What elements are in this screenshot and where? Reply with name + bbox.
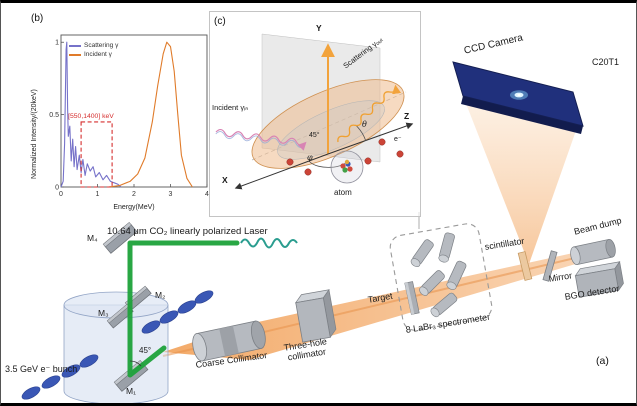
mirror-m2-label: M₂ [155, 290, 166, 300]
scintillator-bar [517, 251, 533, 281]
z-axis-arrow [327, 122, 414, 155]
panel-c-geometry: (c) Y Z X Incident γᵢₙ Scattering γₒᵤₜ a… [209, 11, 421, 217]
nucleus [340, 159, 353, 173]
beam-dump [570, 238, 616, 266]
theta-label: θ [362, 120, 367, 129]
legend-item-incident: Incident γ [69, 50, 118, 59]
svg-text:4: 4 [205, 191, 209, 198]
phi-label: φ [307, 153, 313, 162]
mirror-m4 [102, 221, 138, 254]
interaction-chamber [63, 291, 169, 403]
ebunch-label: 3.5 GeV e⁻ bunch [5, 364, 78, 374]
coarse-collimator [192, 320, 266, 362]
legend-label-scattering: Scattering γ [84, 42, 119, 49]
legend-swatch-scattering [69, 44, 81, 47]
three-hole-collimator [294, 288, 337, 343]
laser-beam [127, 240, 240, 378]
axis-x-label: X [222, 175, 228, 185]
geometry-svg [215, 33, 414, 190]
mirror-m1-label: M₁ [126, 386, 136, 396]
scene-svg [21, 61, 624, 403]
incident-gamma-label: Incident γᵢₙ [212, 103, 249, 112]
mirror-m4-label: M₄ [87, 233, 98, 243]
laser-pulse-wave [240, 237, 298, 249]
svg-text:3: 3 [169, 191, 173, 198]
laser-label: 10.64 μm CO₂ linearly polarized Laser [107, 226, 268, 237]
svg-text:0: 0 [59, 191, 63, 198]
spectrum-chart: Normalized Intensity/(20keV) Energy(MeV)… [31, 34, 209, 211]
electron-dots [286, 138, 404, 176]
panel-b-spectrum: (b) Normalized Intensity/(20keV) Energy(… [27, 11, 219, 223]
labr3-detectors [410, 232, 467, 318]
angle-45-arc [129, 360, 142, 367]
chart-legend: Scattering γ Incident γ [69, 41, 118, 59]
electron-label: e⁻ [394, 136, 402, 143]
angle-45-label: 45° [139, 346, 152, 355]
svg-text:0.5: 0.5 [49, 112, 59, 119]
angle-45-label-inset: 45° [309, 132, 320, 139]
svg-text:0: 0 [55, 185, 59, 192]
panel-b-label: (b) [31, 13, 44, 24]
incident-wave [215, 128, 307, 151]
panel-c-label: (c) [214, 16, 226, 27]
legend-item-scattering: Scattering γ [69, 41, 118, 50]
svg-text:2: 2 [132, 191, 136, 198]
svg-text:[550,1400] keV: [550,1400] keV [68, 113, 114, 120]
atom-label: atom [334, 188, 352, 197]
legend-label-incident: Incident γ [84, 51, 112, 58]
panel-a-label: (a) [596, 355, 609, 367]
axis-z-label: Z [404, 111, 410, 121]
axis-y-label: Y [316, 23, 322, 33]
atom-circle [330, 150, 364, 184]
electron-bunch [21, 290, 214, 400]
svg-text:1: 1 [55, 40, 59, 47]
x-axis-label: Energy(MeV) [113, 204, 154, 211]
mirror-m3-label: M₃ [98, 308, 109, 318]
target-foil [404, 281, 420, 315]
ccd-light-cone [463, 96, 579, 264]
svg-text:1: 1 [96, 191, 100, 198]
bgo-detector-box [574, 260, 624, 298]
labr3-spectrometer-box [389, 223, 493, 331]
pickoff-mirror [542, 250, 558, 282]
scattered-wave [337, 84, 402, 143]
y-axis-label: Normalized Intensity/(20keV) [31, 89, 38, 179]
legend-swatch-incident [69, 53, 81, 56]
x-axis-arrow [234, 153, 329, 190]
ccd-model-label: C20T1 [592, 57, 620, 67]
ccd-camera-panel [452, 61, 584, 134]
